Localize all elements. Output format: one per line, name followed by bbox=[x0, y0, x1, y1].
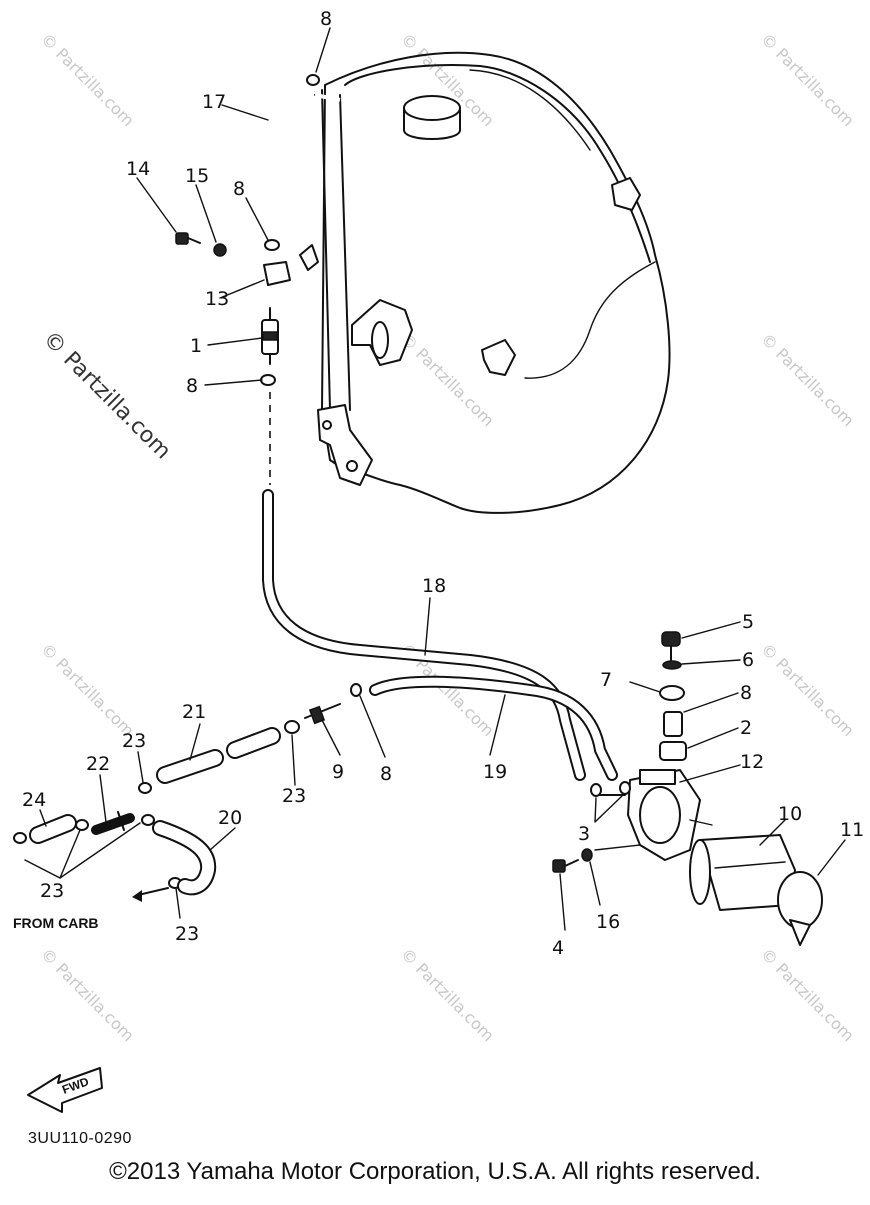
watermark-faint: © Partzilla.com bbox=[397, 329, 498, 430]
clip-icon bbox=[350, 683, 362, 697]
callout-2: 13 bbox=[205, 288, 229, 310]
watermark-faint: © Partzilla.com bbox=[37, 639, 138, 740]
pump-cap-icon bbox=[777, 871, 823, 946]
collar-icon bbox=[663, 711, 683, 737]
hose-21 bbox=[156, 727, 281, 784]
callout-9: 9 bbox=[332, 761, 344, 783]
callout-5: 17 bbox=[202, 91, 226, 113]
bolt-icon bbox=[661, 631, 681, 647]
mount-stack bbox=[659, 631, 687, 761]
watermark-faint: © Partzilla.com bbox=[37, 944, 138, 1045]
callout-24: 24 bbox=[22, 789, 46, 811]
callout-4: 15 bbox=[185, 165, 209, 187]
clip-icon bbox=[264, 239, 280, 251]
callout-8: 8 bbox=[320, 8, 332, 30]
clip-icon bbox=[619, 781, 631, 795]
callout-23: 23 bbox=[122, 730, 146, 752]
leader-lines bbox=[24, 27, 846, 931]
washer-icon bbox=[662, 660, 682, 670]
joint-icon bbox=[91, 811, 135, 835]
bracket-icon bbox=[263, 261, 291, 286]
bolt-icon bbox=[552, 859, 566, 873]
callout-8: 8 bbox=[186, 375, 198, 397]
fwd-arrow-icon: FWD bbox=[27, 1067, 103, 1113]
grommet-icon bbox=[659, 741, 687, 761]
callout-21: 21 bbox=[182, 701, 206, 723]
clip-icon bbox=[141, 814, 155, 826]
callout-18: 2 bbox=[740, 717, 752, 739]
callout-17: 7 bbox=[600, 669, 612, 691]
callout-20: 20 bbox=[218, 807, 242, 829]
callout-12: 12 bbox=[740, 751, 764, 773]
callout-22: 22 bbox=[86, 753, 110, 775]
callout-16: 6 bbox=[742, 649, 754, 671]
clip-icon bbox=[284, 720, 300, 734]
fuel-tank bbox=[299, 51, 671, 514]
nipple-icon bbox=[304, 703, 341, 725]
callout-23: 23 bbox=[40, 880, 64, 902]
callout-7: 19 bbox=[483, 761, 507, 783]
callout-3: 14 bbox=[126, 158, 150, 180]
callout-11: 11 bbox=[840, 819, 864, 841]
fuel-filter-icon bbox=[261, 307, 279, 365]
watermark-faint: © Partzilla.com bbox=[757, 639, 858, 740]
callout-19: 8 bbox=[740, 682, 752, 704]
watermark-faint: © Partzilla.com bbox=[397, 944, 498, 1045]
fuel-pump-icon bbox=[689, 819, 796, 911]
watermark-faint: © Partzilla.com bbox=[757, 944, 858, 1045]
clip-icon bbox=[75, 819, 89, 831]
from-carb-label: FROM CARB bbox=[13, 915, 99, 931]
pump-bracket-icon bbox=[599, 769, 701, 861]
callout-14: 16 bbox=[596, 911, 620, 933]
callout-8: 8 bbox=[233, 178, 245, 200]
watermark: © Partzilla.com bbox=[38, 327, 176, 465]
callout-labels: 8 17 14 15 8 13 1 8 18 19 8 9 23 21 23 2… bbox=[22, 8, 864, 959]
clip-icon bbox=[260, 374, 276, 386]
callout-1: 1 bbox=[190, 335, 202, 357]
callout-6: 18 bbox=[422, 575, 446, 597]
washer-icon bbox=[213, 243, 227, 257]
clip-icon bbox=[590, 783, 602, 797]
clip-icon bbox=[13, 832, 27, 844]
clip-icon bbox=[306, 74, 320, 86]
diagram-part-code: 3UU110-0290 bbox=[28, 1130, 132, 1147]
callout-10: 10 bbox=[778, 803, 802, 825]
washer-icon bbox=[581, 848, 593, 862]
callout-8: 8 bbox=[380, 763, 392, 785]
clip-icon bbox=[138, 782, 152, 794]
watermark-faint: © Partzilla.com bbox=[757, 329, 858, 430]
bolt-icon bbox=[175, 232, 201, 245]
callout-23: 23 bbox=[282, 785, 306, 807]
copyright-notice: ©2013 Yamaha Motor Corporation, U.S.A. A… bbox=[109, 1158, 761, 1185]
callout-23: 23 bbox=[175, 923, 199, 945]
callout-8: 3 bbox=[578, 823, 590, 845]
callout-13: 4 bbox=[552, 937, 564, 959]
watermark-faint: © Partzilla.com bbox=[37, 29, 138, 130]
callout-15: 5 bbox=[742, 611, 754, 633]
washer-icon bbox=[659, 685, 685, 701]
watermark-faint: © Partzilla.com bbox=[757, 29, 858, 130]
